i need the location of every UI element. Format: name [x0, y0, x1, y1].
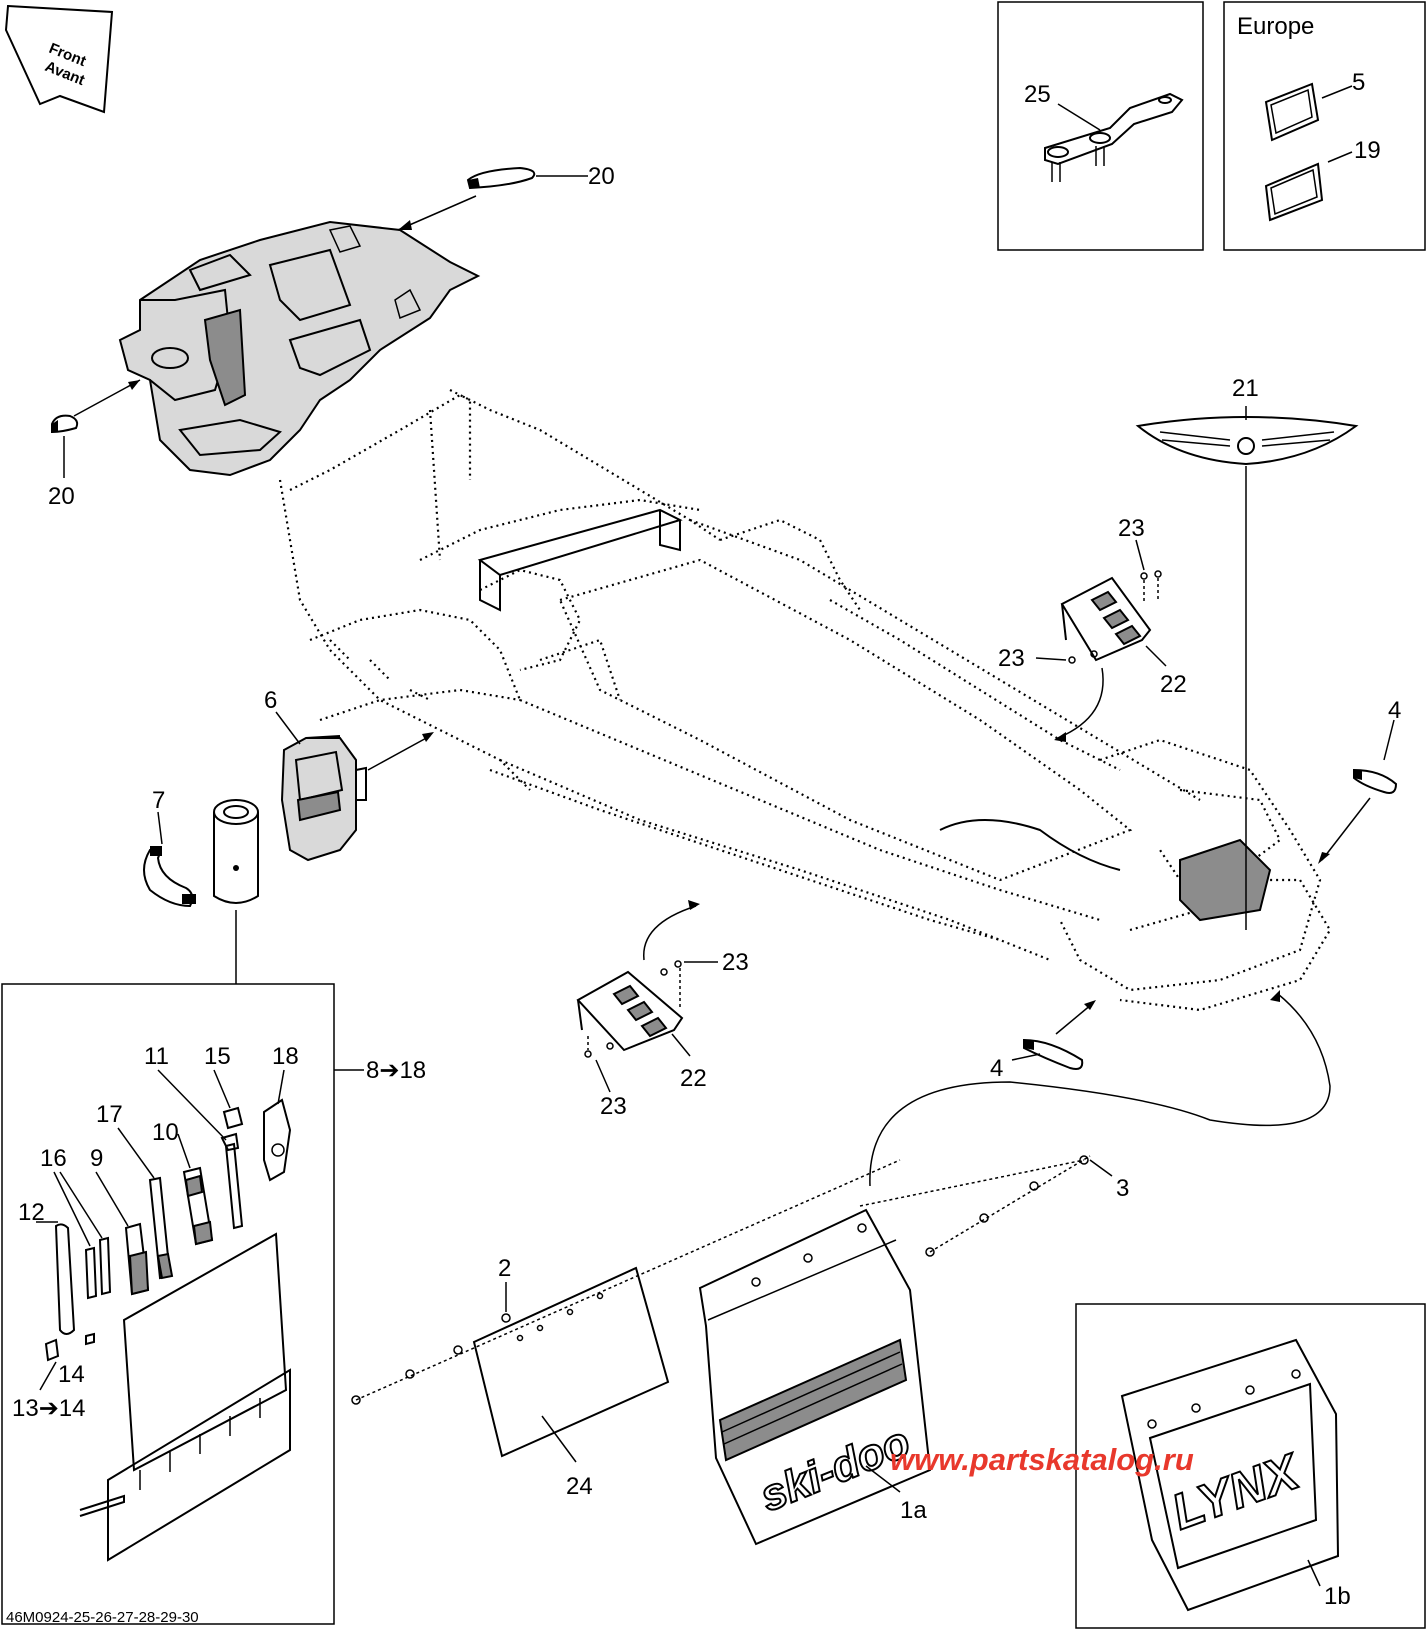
callout-9: 9 [90, 1145, 103, 1172]
callout-25: 25 [1024, 81, 1051, 108]
callout-22-bottom: 22 [680, 1065, 707, 1092]
callout-4-bottom: 4 [990, 1055, 1003, 1082]
callout-23-bottom-top: 23 [722, 949, 749, 976]
chassis-frame [278, 389, 1332, 1012]
callout-5: 5 [1352, 69, 1365, 96]
callout-20-top: 20 [588, 163, 615, 190]
callout-14: 14 [58, 1361, 85, 1388]
inset-box-1b [1075, 1303, 1426, 1629]
callout-21: 21 [1232, 375, 1259, 402]
callout-1a: 1a [900, 1497, 927, 1524]
front-cowl [118, 220, 481, 477]
callout-19: 19 [1354, 137, 1381, 164]
tool-part-13 [44, 1338, 60, 1362]
tool-part-14 [85, 1332, 95, 1346]
callout-2: 2 [498, 1255, 511, 1282]
callout-11: 11 [144, 1043, 169, 1070]
callout-16: 16 [40, 1145, 67, 1172]
callout-23-bottom-bottom: 23 [600, 1093, 627, 1120]
toolbox-part-6 [280, 735, 367, 862]
reflector-part-5 [1264, 82, 1320, 142]
callout-15: 15 [204, 1043, 231, 1070]
tool-part-10 [182, 1166, 214, 1246]
tool-part-9 [124, 1222, 150, 1296]
callout-10: 10 [152, 1119, 179, 1146]
reflector-part-19 [1264, 162, 1324, 222]
tool-pouch [79, 1232, 291, 1562]
callout-17: 17 [96, 1101, 123, 1128]
callout-12: 12 [18, 1199, 45, 1226]
callout-23-right-top: 23 [1118, 515, 1145, 542]
moulding-part-4-right [1353, 768, 1398, 794]
callout-24: 24 [566, 1473, 593, 1500]
callout-3: 3 [1116, 1175, 1129, 1202]
inset-box-europe [1223, 1, 1426, 251]
drawing-reference: 46M0924-25-26-27-28-29-30 [6, 1609, 199, 1626]
watermark: www.partskatalog.ru [890, 1442, 1194, 1477]
tool-part-15 [222, 1106, 244, 1130]
decal-part-21 [1135, 416, 1359, 466]
tool-part-18 [263, 1098, 292, 1182]
moulding-part-4-bottom [1023, 1038, 1084, 1070]
rivets-part-2 [351, 1313, 511, 1405]
callout-18: 18 [272, 1043, 299, 1070]
tool-part-17 [148, 1176, 174, 1280]
mudflap-part-1a: ski-doo [698, 1208, 932, 1546]
tool-part-12 [54, 1223, 76, 1335]
rivets-part-3 [925, 1155, 1089, 1257]
tool-bag [213, 799, 259, 904]
callout-22-right: 22 [1160, 671, 1187, 698]
callout-23-right-left: 23 [998, 645, 1025, 672]
front-arrow-icon: Front Avant [4, 4, 114, 114]
callout-4-right: 4 [1388, 697, 1401, 724]
tool-part-16 [84, 1236, 112, 1300]
callout-20-left: 20 [48, 483, 75, 510]
strap-part-7 [143, 846, 196, 908]
callout-6: 6 [264, 687, 277, 714]
callout-13-14: 13➔14 [12, 1395, 86, 1422]
inset-box-25 [997, 1, 1204, 251]
plate-part-24 [472, 1266, 670, 1458]
callout-1b: 1b [1324, 1583, 1351, 1610]
footstep-part-22-right [1060, 576, 1152, 662]
toolkit-box [1, 983, 335, 1625]
footstep-part-22-bottom [576, 970, 684, 1052]
bracket-part-25 [1044, 92, 1184, 182]
europe-label: Europe [1237, 13, 1314, 40]
callout-7: 7 [152, 787, 165, 814]
moulding-part-20-left [51, 414, 79, 434]
tool-part-11 [220, 1132, 244, 1230]
callout-8-18: 8➔18 [366, 1057, 426, 1084]
moulding-part-20-top [466, 166, 536, 190]
